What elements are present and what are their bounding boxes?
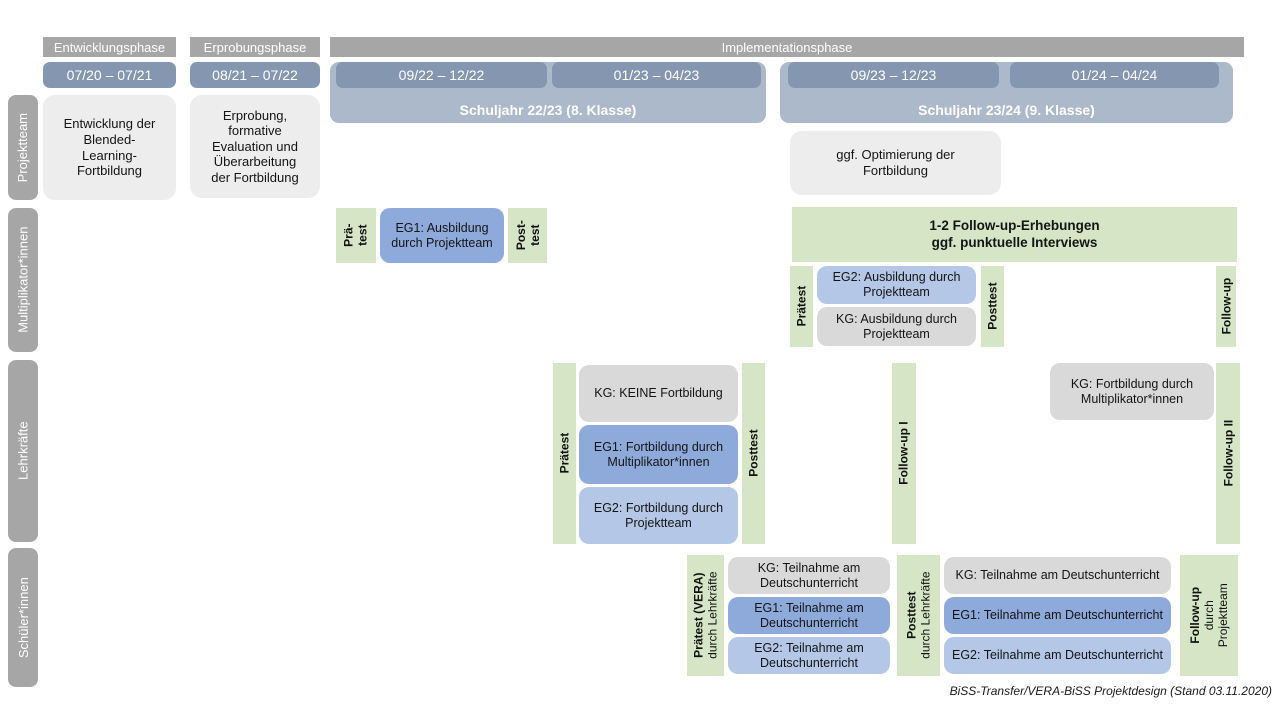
label-posttest-lehrkraefte-text: Posttest [746, 429, 761, 478]
footer-caption: BiSS-Transfer/VERA-BiSS Projektdesign (S… [949, 684, 1272, 698]
label-praetest-multiplikatoren: Prä- test [336, 208, 376, 263]
box-optimierung-line: Fortbildung [862, 163, 929, 178]
label-posttest-schueler: Posttest durch Lehrkräfte [897, 555, 940, 676]
phase-bar-entwicklungsphase: Entwicklungsphase [43, 37, 176, 57]
row-label-projektteam: Projektteam [8, 95, 38, 200]
box-kg-teilnahme-deutschunterricht-1: KG: Teilnahme am Deutschunterricht [728, 557, 890, 594]
period-bar-0720-0721: 07/20 – 07/21 [43, 62, 176, 88]
box-followup-erhebungen: 1-2 Follow-up-Erhebungen ggf. punktuelle… [792, 207, 1237, 262]
label-praetest-lehrkraefte-text: Prätest [557, 433, 572, 474]
phase-bar-implementationsphase: Implementationsphase [330, 37, 1244, 57]
label-praetest-vera-schueler: Prätest (VERA) durch Lehrkräfte [687, 555, 724, 676]
row-label-lehrkraefte: Lehrkräfte [8, 360, 38, 542]
label-praetest2-text: Prätest [794, 286, 809, 327]
period-bar-0922-1222: 09/22 – 12/22 [336, 62, 547, 88]
period-bar-0923-1223: 09/23 – 12/23 [788, 62, 999, 88]
box-eg1-ausbildung-projektteam: EG1: Ausbildung durch Projektteam [380, 208, 504, 263]
box-erprobung-line: Erprobung, [222, 107, 288, 123]
label-posttest2-text: Posttest [985, 282, 1000, 331]
label-followup1-text: Follow-up I [896, 421, 911, 486]
box-entwicklung-line: Entwicklung der [63, 116, 156, 132]
label-praetest-line: test [356, 224, 370, 247]
box-eg2-teilnahme-deutschunterricht-1: EG2: Teilnahme am Deutschunterricht [728, 637, 890, 674]
box-followup-erhebungen-line: ggf. punktuelle Interviews [931, 234, 1098, 250]
period-bar-0123-0423: 01/23 – 04/23 [552, 62, 761, 88]
phase-bar-erprobungsphase: Erprobungsphase [190, 37, 320, 57]
box-optimierung-line: ggf. Optimierung der [836, 147, 955, 163]
box-kg-fortbildung-multiplikatoren: KG: Fortbildung durch Multiplikator*inne… [1050, 363, 1214, 420]
label-praetest2-multiplikatoren: Prätest [790, 266, 813, 347]
box-eg1-teilnahme-deutschunterricht-1: EG1: Teilnahme am Deutschunterricht [728, 597, 890, 634]
row-label-schuelerinnen: Schüler*innen [8, 548, 38, 687]
box-entwicklung-line: Fortbildung [76, 163, 143, 179]
box-followup-erhebungen-line: 1-2 Follow-up-Erhebungen [929, 218, 1100, 234]
box-kg-keine-fortbildung: KG: KEINE Fortbildung [579, 365, 738, 422]
label-posttest-multiplikatoren: Post- test [508, 208, 547, 263]
label-posttest-schueler-subtitle: durch Lehrkräfte [918, 571, 933, 660]
label-posttest-lehrkraefte: Posttest [742, 363, 765, 544]
label-posttest2-multiplikatoren: Posttest [981, 266, 1004, 347]
label-praetest-line: Prä- [341, 223, 356, 248]
row-label-projektteam-text: Projektteam [15, 112, 31, 183]
period-bar-0821-0722: 08/21 – 07/22 [190, 62, 320, 88]
box-erprobung-evaluation: Erprobung, formative Evaluation und Über… [190, 95, 320, 198]
box-eg1-fortbildung-multiplikatoren: EG1: Fortbildung durch Multiplikator*inn… [579, 425, 738, 484]
school-year-label-23-24: Schuljahr 23/24 (9. Klasse) [918, 102, 1095, 118]
label-followup1-lehrkraefte: Follow-up I [892, 363, 916, 544]
period-bar-0124-0424: 01/24 – 04/24 [1010, 62, 1219, 88]
box-erprobung-line: Evaluation und [211, 138, 298, 154]
label-followup-text: Follow-up [1218, 278, 1233, 335]
row-label-multiplikatorinnen: Multiplikator*innen [8, 208, 38, 352]
box-eg2-teilnahme-deutschunterricht-2: EG2: Teilnahme am Deutschunterricht [944, 637, 1171, 674]
row-label-schuelerinnen-text: Schüler*innen [15, 577, 31, 658]
label-followup-schueler-sub1: durch [1201, 600, 1216, 631]
box-optimierung-fortbildung: ggf. Optimierung der Fortbildung [790, 131, 1001, 195]
box-eg2-ausbildung-projektteam: EG2: Ausbildung durch Projektteam [817, 266, 976, 304]
box-eg2-fortbildung-projektteam: EG2: Fortbildung durch Projektteam [579, 487, 738, 544]
box-erprobung-line: formative [228, 123, 282, 139]
box-entwicklung-line: Blended- [83, 131, 136, 147]
label-followup2-text: Follow-up II [1220, 420, 1235, 487]
school-year-label-22-23: Schuljahr 22/23 (8. Klasse) [459, 102, 637, 118]
box-eg1-teilnahme-deutschunterricht-2: EG1: Teilnahme am Deutschunterricht [944, 597, 1171, 634]
row-label-lehrkraefte-text: Lehrkräfte [15, 421, 31, 481]
label-followup-multiplikatoren: Follow-up [1216, 266, 1236, 347]
label-followup-schueler-title: Follow-up [1187, 587, 1202, 644]
box-kg-ausbildung-projektteam: KG: Ausbildung durch Projektteam [817, 307, 976, 346]
row-label-multiplikatorinnen-text: Multiplikator*innen [15, 226, 31, 334]
label-posttest-schueler-title: Posttest [904, 591, 919, 640]
label-followup-schueler-sub2: Projektteam [1216, 583, 1231, 648]
label-followup2-lehrkraefte: Follow-up II [1216, 363, 1240, 544]
label-followup-schueler: Follow-up durch Projektteam [1180, 555, 1238, 676]
label-posttest-line: Post- [513, 220, 528, 251]
box-erprobung-line: der Fortbildung [211, 169, 299, 185]
label-posttest-line: test [527, 224, 542, 247]
box-erprobung-line: Überarbeitung [213, 154, 297, 170]
box-entwicklung-line: Learning- [82, 147, 137, 163]
box-entwicklung-blended-learning: Entwicklung der Blended- Learning- Fortb… [43, 95, 176, 200]
box-kg-teilnahme-deutschunterricht-2: KG: Teilnahme am Deutschunterricht [944, 557, 1171, 594]
label-praetest-vera-subtitle: durch Lehrkräfte [705, 571, 720, 660]
label-praetest-lehrkraefte: Prätest [553, 363, 576, 544]
label-praetest-vera-title: Prätest (VERA) [691, 572, 706, 659]
